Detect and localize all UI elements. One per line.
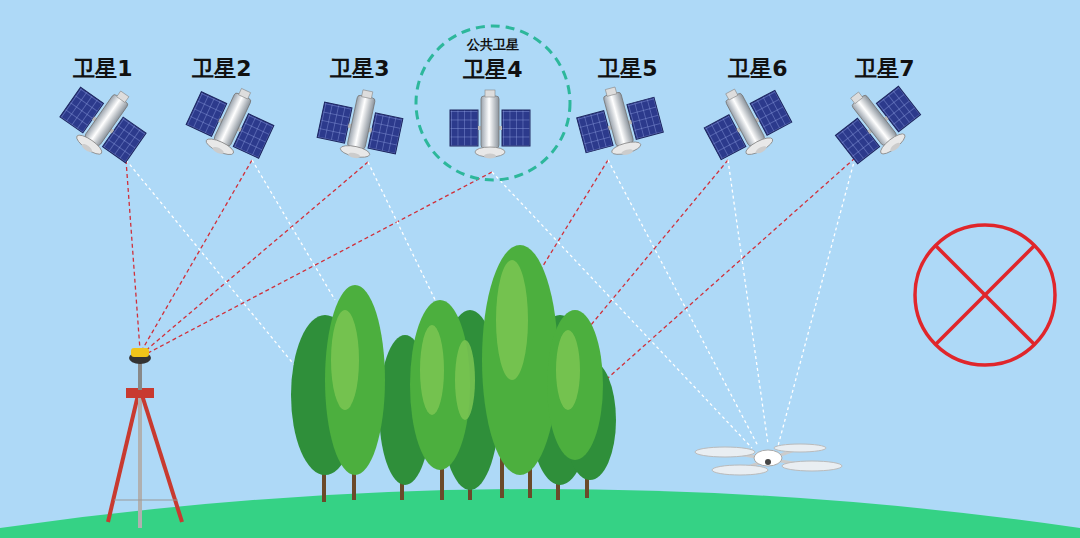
satellite-label: 卫星4 [414,55,572,85]
node-heading: 公共卫星 [414,36,572,54]
common-satellite-circle: 公共卫星卫星4 [414,24,572,182]
satellite-label-wrap: 卫星7 [855,54,914,84]
satellite-label: 卫星7 [855,56,914,81]
satellite-label: 卫星1 [73,56,132,81]
satellite-label: 卫星6 [728,56,787,81]
satellite-label-wrap: 卫星3 [330,54,389,84]
satellite-label: 卫星5 [598,56,657,81]
satellite-label: 卫星3 [330,56,389,81]
satellite-label-wrap: 卫星2 [192,54,251,84]
satellite-label-wrap: 卫星1 [73,54,132,84]
satellite-label-wrap: 卫星5 [598,54,657,84]
satellite-label: 卫星2 [192,56,251,81]
satellite-label-wrap: 卫星6 [728,54,787,84]
